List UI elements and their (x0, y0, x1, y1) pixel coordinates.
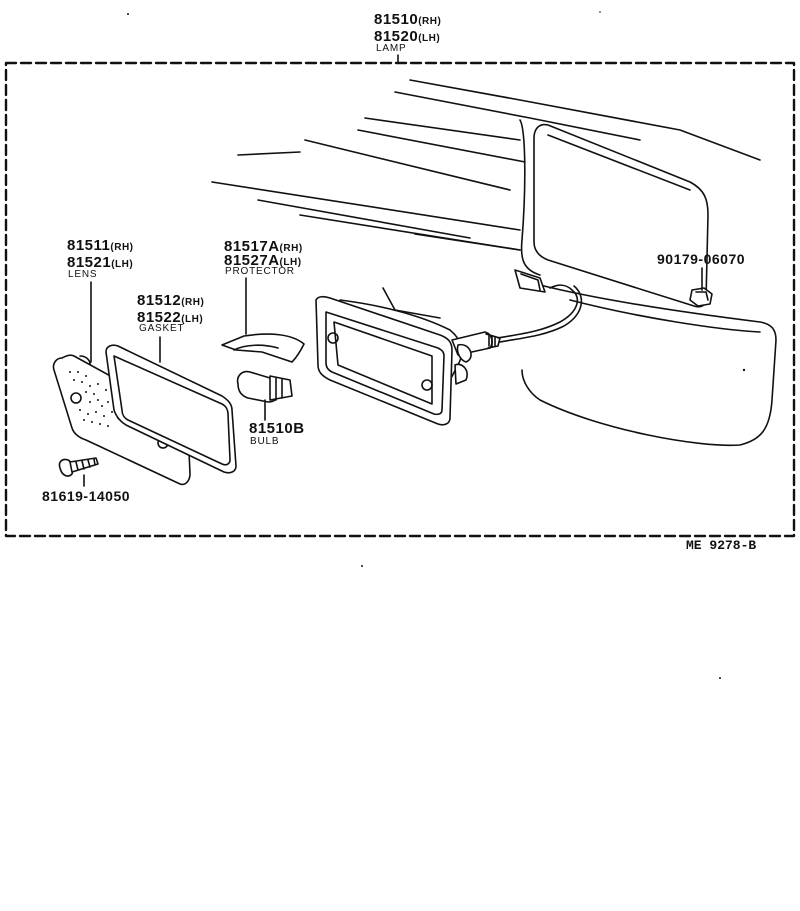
bulb-part-number: 81510B (249, 420, 305, 437)
wire-harness (497, 269, 583, 343)
screw-part (58, 457, 99, 477)
part-number: 81512 (137, 292, 182, 309)
side-suffix: (RH) (418, 16, 442, 27)
side-suffix: (LH) (418, 33, 441, 44)
lens-part-number-rh: 81511(RH) (67, 238, 134, 254)
rear-window (533, 123, 709, 308)
part-number: 81517A (224, 238, 280, 255)
gasket-name-label: GASKET (139, 323, 185, 334)
part-number: 81521 (67, 254, 112, 271)
wire-connector (514, 269, 546, 293)
lens-part-number-lh: 81521(LH) (67, 255, 133, 271)
bulb-part (236, 370, 293, 403)
lamp-part-number-rh: 81510(RH) (374, 12, 441, 28)
protector-name-label: PROTECTOR (225, 266, 295, 277)
reference-code: ME 9278-B (686, 538, 757, 553)
scan-specks (127, 11, 721, 679)
nut-part (689, 287, 713, 307)
nut-part-number: 90179-06070 (657, 251, 746, 267)
assembly-boundary (4, 61, 796, 538)
side-suffix: (LH) (181, 314, 204, 325)
part-number: 81520 (374, 28, 419, 45)
side-suffix: (RH) (279, 243, 303, 254)
protector-part (221, 333, 305, 363)
side-suffix: (RH) (110, 242, 134, 253)
gasket-part (105, 344, 237, 474)
lamp-part-number-lh: 81520(LH) (374, 29, 440, 45)
side-suffix: (RH) (181, 297, 205, 308)
protector-part-number-rh: 81517A(RH) (224, 239, 303, 255)
side-suffix: (LH) (279, 257, 302, 268)
part-number: 81522 (137, 309, 182, 326)
gasket-part-number-lh: 81522(LH) (137, 310, 203, 326)
lamp-housing (315, 295, 501, 426)
protector-part-number-lh: 81527A(LH) (224, 253, 302, 269)
bulb-name-label: BULB (250, 436, 280, 447)
side-suffix: (LH) (111, 259, 134, 270)
screw-part-number: 81619-14050 (42, 488, 131, 504)
part-number: 81511 (67, 237, 111, 254)
lens-name-label: LENS (68, 269, 98, 280)
lamp-name-label: LAMP (376, 43, 407, 54)
part-number: 81527A (224, 252, 280, 269)
part-number: 81510 (374, 11, 419, 28)
bumper (521, 284, 777, 447)
gasket-part-number-rh: 81512(RH) (137, 293, 204, 309)
